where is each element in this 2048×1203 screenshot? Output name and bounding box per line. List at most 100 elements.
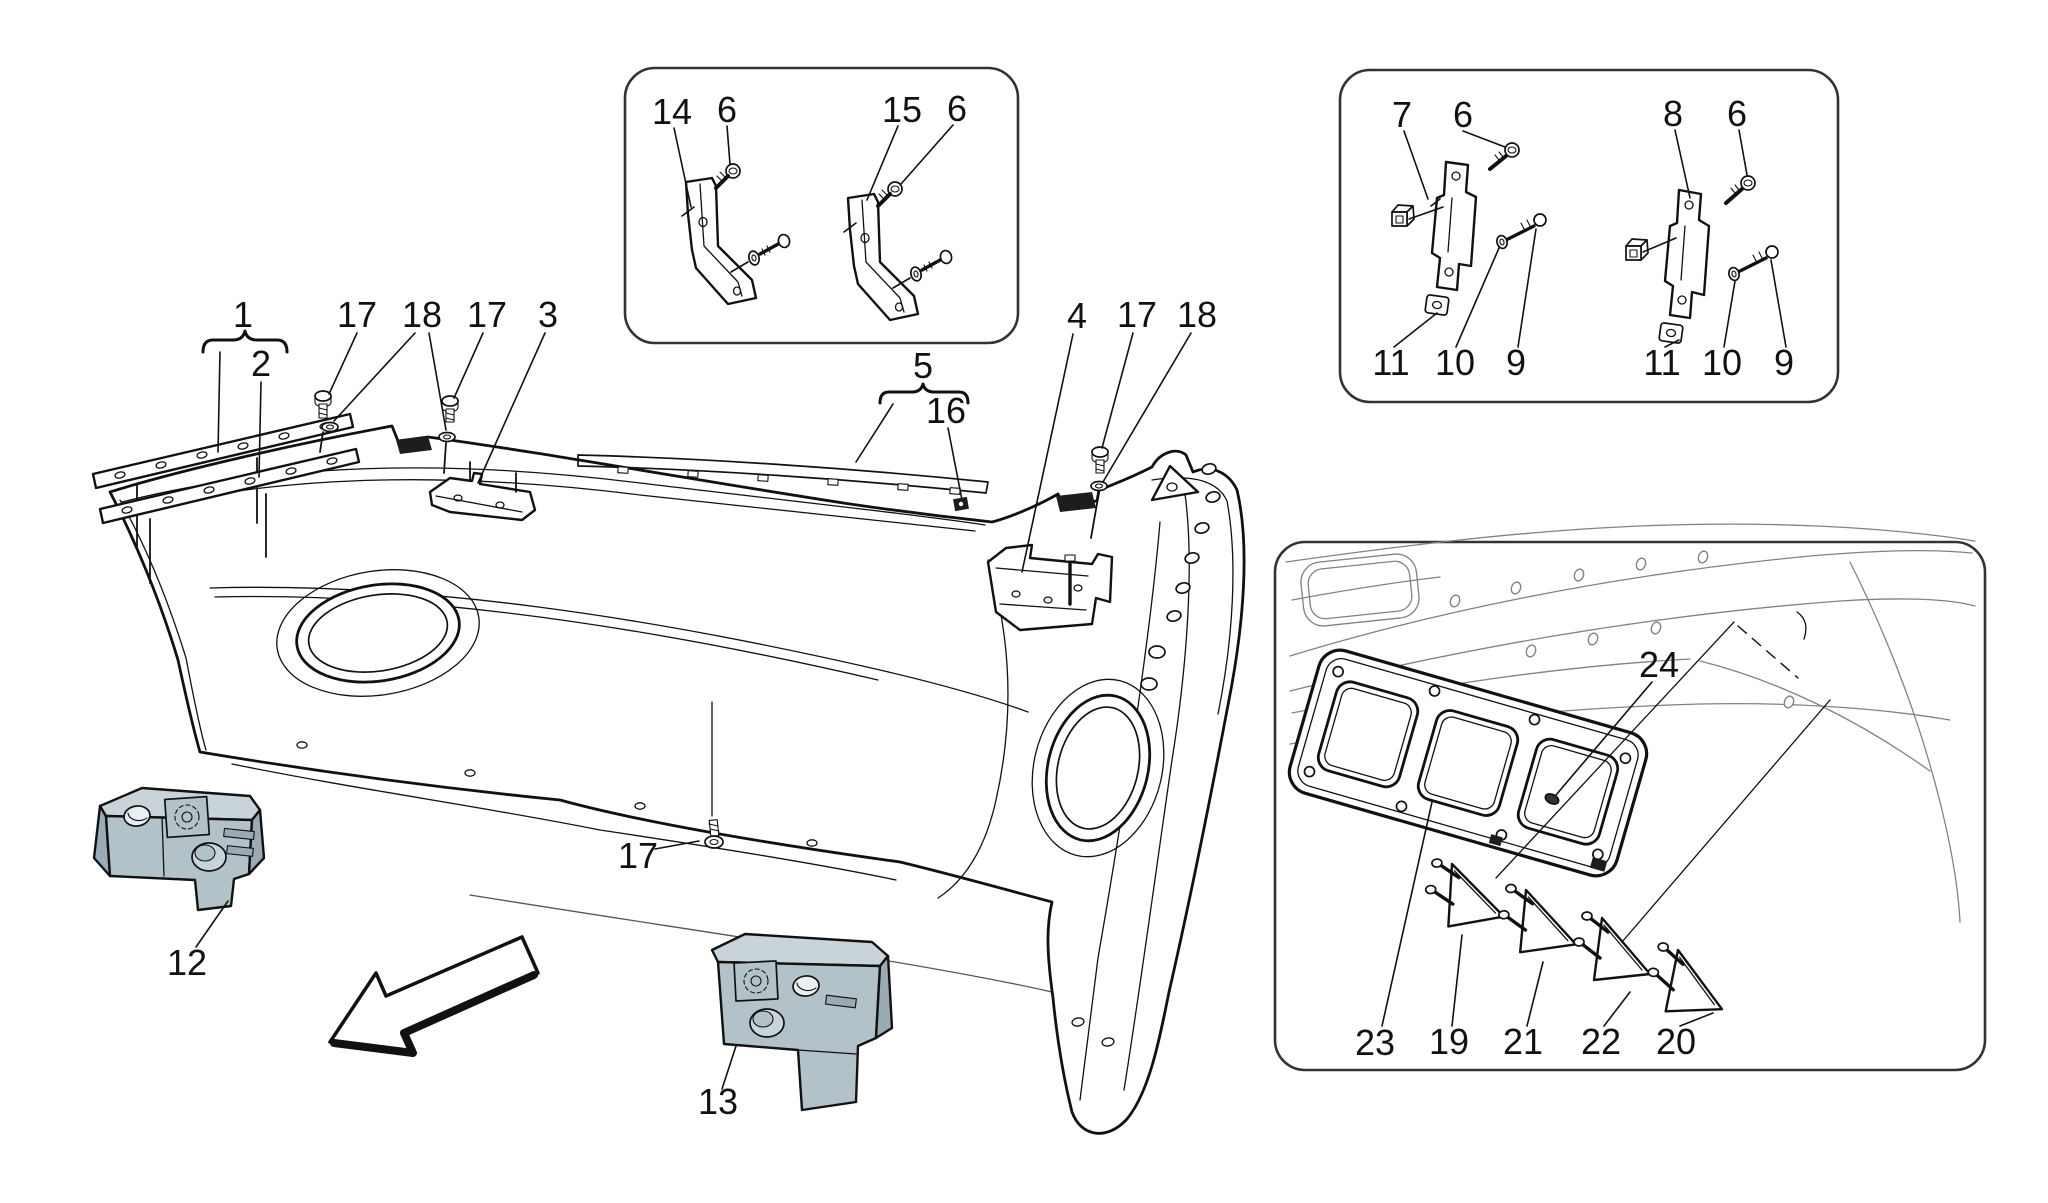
inset-plate-holder — [1273, 523, 1987, 1072]
body-holes — [1449, 550, 1795, 709]
washer-18-right — [438, 431, 456, 474]
body-opening — [1300, 553, 1420, 627]
callout-label-6-17: 6 — [947, 88, 967, 129]
screw-6-for-15 — [876, 181, 903, 208]
bumper-shell — [108, 424, 1246, 1135]
callout-label-14-14: 14 — [652, 91, 692, 132]
clip-nut-7 — [1391, 204, 1415, 227]
callout-label-17-4: 17 — [467, 294, 507, 335]
callout-label-21-31: 21 — [1503, 1021, 1543, 1062]
lower-band-holes — [296, 741, 818, 847]
absorber-13-gear-recess — [733, 960, 779, 1002]
callout-label-4-8: 4 — [1067, 295, 1087, 336]
bracket-15 — [843, 192, 920, 322]
screw-17-left — [314, 390, 332, 419]
bracket-7-assembly — [1391, 142, 1547, 316]
right-exhaust-cutout — [1031, 678, 1165, 858]
callout-label-23-29: 23 — [1355, 1022, 1395, 1063]
screw-6-for-8 — [1724, 175, 1756, 205]
callout-label-8-20: 8 — [1663, 93, 1683, 134]
pillar-inner-2 — [1079, 521, 1161, 1101]
clip-11-right — [1658, 322, 1684, 344]
trim-strip-5 — [577, 454, 989, 512]
inset-z-leaders — [673, 124, 954, 208]
main-assembly — [91, 329, 1246, 1135]
gusset-20 — [1647, 942, 1724, 1013]
right-crease — [937, 559, 1009, 899]
inset-z-brackets-border — [623, 66, 1020, 345]
callout-label-9-24: 9 — [1506, 342, 1526, 383]
callout-label-3-5: 3 — [538, 294, 558, 335]
callout-label-12-12: 12 — [167, 942, 207, 983]
strip-clips — [617, 466, 961, 495]
callout-label-17-9: 17 — [1117, 294, 1157, 335]
mount-tab-right — [1056, 492, 1096, 512]
clip-nut-8 — [1625, 238, 1649, 261]
callout-label-11-22: 11 — [1372, 342, 1409, 383]
pillar-holes — [1071, 462, 1221, 1047]
callout-label-15-16: 15 — [882, 89, 922, 130]
inset-plate-brackets-leaders — [1393, 129, 1787, 348]
clip-16 — [953, 496, 969, 512]
left-exhaust-cutout — [276, 569, 480, 697]
absorber-13 — [710, 932, 894, 1112]
panel-screw-holes — [1303, 665, 1632, 861]
inset-z-brackets — [623, 66, 1020, 345]
pillar-inner-1 — [1151, 477, 1234, 715]
bracket-8 — [1663, 188, 1711, 320]
pillar-top-tab — [1150, 464, 1200, 502]
top-fold-line-2 — [127, 479, 976, 532]
clip-target-24 — [1544, 793, 1560, 805]
mount-tab-center — [396, 436, 432, 454]
bracket-4 — [986, 492, 1114, 632]
callout-label-11-25: 11 — [1643, 342, 1680, 383]
callout-label-10-23: 10 — [1435, 342, 1475, 383]
callout-label-6-15: 6 — [717, 89, 737, 130]
rail-part-1 — [91, 412, 355, 550]
pillar-tab-hole — [1166, 482, 1178, 492]
callout-label-22-32: 22 — [1581, 1021, 1621, 1062]
callout-label-6-21: 6 — [1727, 93, 1747, 134]
callout-label-17-11: 17 — [618, 835, 658, 876]
gusset-21 — [1498, 883, 1578, 954]
screw-17-bottom — [704, 701, 724, 849]
callout-label-17-2: 17 — [337, 294, 377, 335]
gusset-22 — [1573, 911, 1652, 982]
callout-label-18-3: 18 — [402, 294, 442, 335]
callout-label-1-0: 1 — [233, 294, 253, 335]
callout-label-9-27: 9 — [1774, 342, 1794, 383]
plate-holder-panel-23 — [1287, 648, 1649, 878]
direction-arrow-icon — [328, 935, 540, 1057]
callout-label-10-26: 10 — [1702, 342, 1742, 383]
callout-label-6-19: 6 — [1453, 94, 1473, 135]
callout-label-16-7: 16 — [926, 390, 966, 431]
bolt-9-washer-10-left — [1496, 213, 1547, 250]
inset-plate-brackets — [1338, 68, 1840, 404]
inset-plate-brackets-border — [1338, 68, 1840, 404]
brace-parts-5-16 — [878, 382, 970, 405]
callout-label-5-6: 5 — [913, 345, 933, 386]
bolt-washer-for-15 — [892, 249, 953, 289]
rail-part-2 — [98, 447, 361, 584]
gusset-19 — [1424, 858, 1505, 928]
callout-label-19-30: 19 — [1429, 1021, 1469, 1062]
callout-label-13-13: 13 — [698, 1081, 738, 1122]
inset-plate-holder-leaders — [1381, 611, 1831, 1027]
callout-label-24-28: 24 — [1639, 644, 1679, 685]
left-edge-inner — [119, 499, 207, 751]
bracket-3 — [396, 436, 537, 522]
bottom-flange-line — [231, 763, 897, 881]
absorber-12-gear-recess — [163, 795, 211, 839]
bracket-8-assembly — [1625, 175, 1779, 344]
bolt-9-washer-10-right — [1728, 245, 1779, 282]
pillar-inner-3 — [1123, 493, 1190, 1091]
washer-18-upper-right — [1090, 480, 1108, 539]
callout-label-2-1: 2 — [251, 343, 271, 384]
screw-6-for-14 — [714, 163, 741, 190]
washer-18-left — [319, 421, 339, 453]
screw-17-upper-right — [1091, 446, 1109, 474]
absorber-12 — [92, 786, 266, 912]
